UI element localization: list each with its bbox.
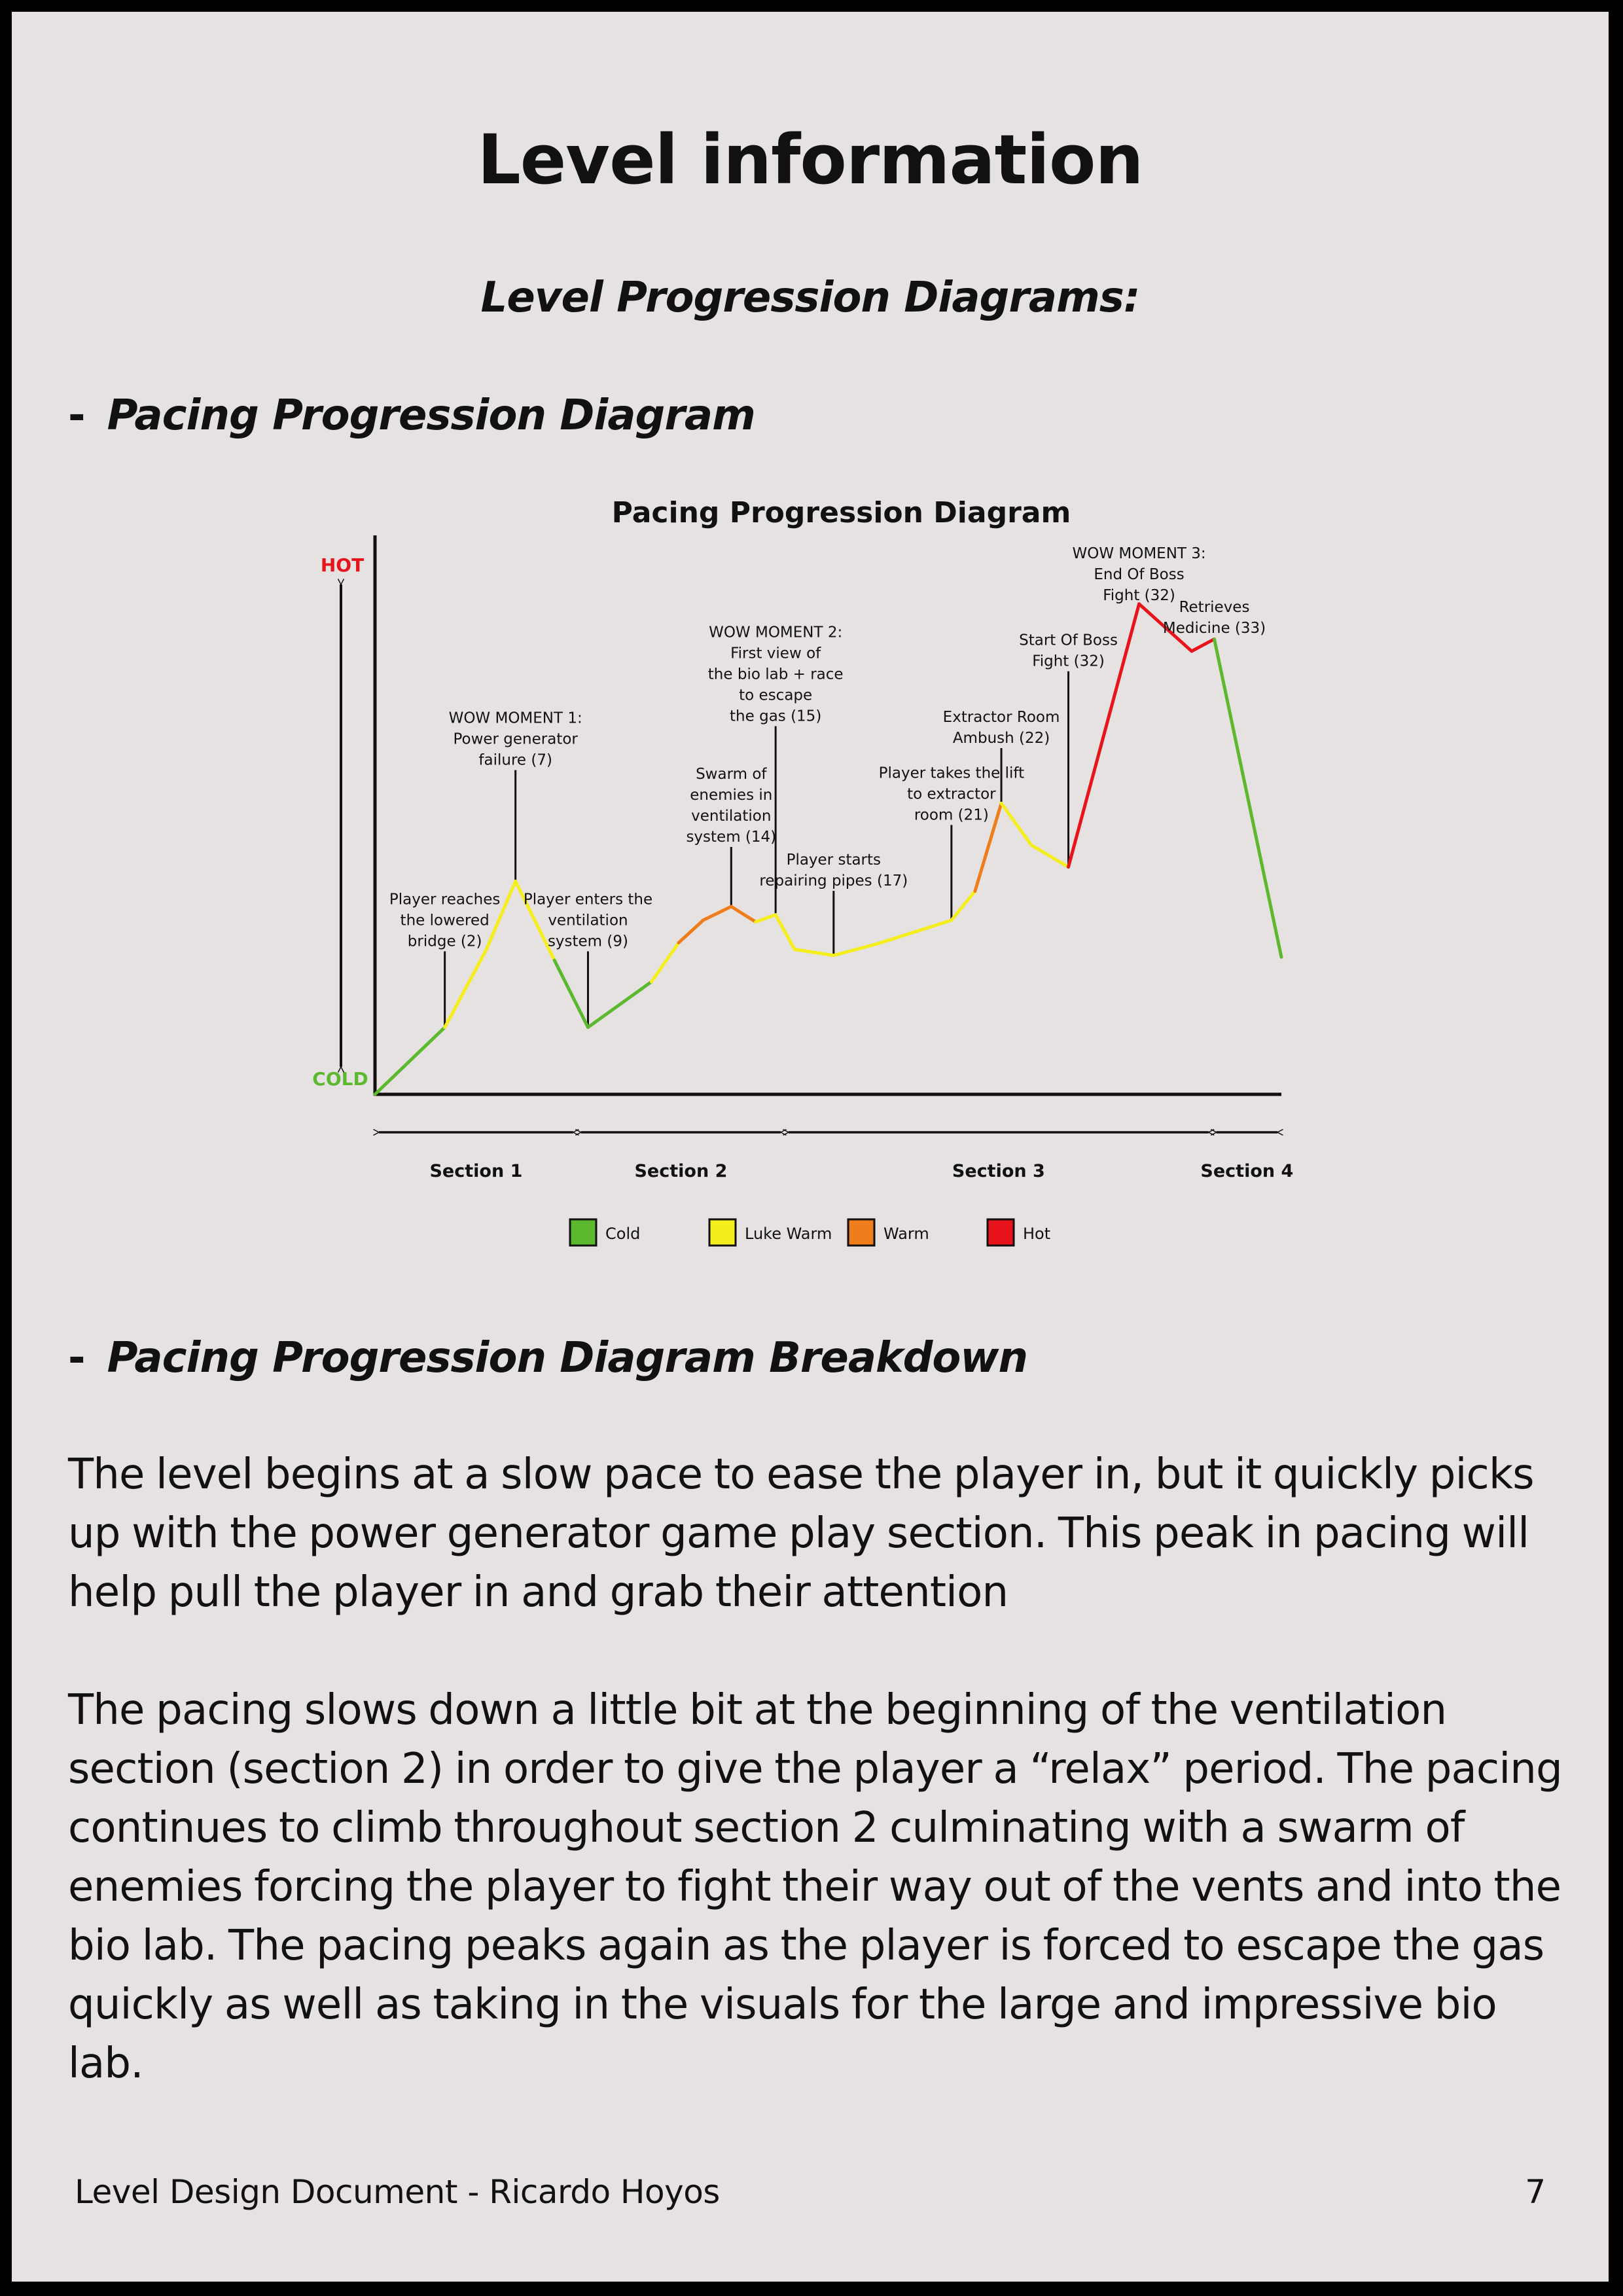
annotation-line: First view of [730, 645, 821, 662]
annotation-line: Fight (32) [1032, 653, 1105, 670]
pacing-line-segment [1213, 637, 1283, 959]
annotation-line: to extractor [907, 786, 996, 803]
annotation-label-2: WOW MOMENT 1: Power generator failure (7) [449, 710, 582, 769]
annotation-line: Player reaches [389, 891, 500, 908]
pacing-line-segment [999, 801, 1033, 847]
annotation-line: Player starts [787, 852, 881, 869]
annotation-line: the lowered [401, 912, 490, 929]
annotation-line: bridge (2) [408, 933, 482, 950]
legend-label-warm: Warm [883, 1225, 929, 1243]
pacing-line-segment [649, 941, 681, 984]
pacing-line-segment [1137, 602, 1194, 653]
page-title: Level information [477, 120, 1143, 200]
legend-swatch-hot [986, 1218, 1015, 1247]
annotation-line: Swarm of [696, 766, 767, 783]
pacing-line-segment [514, 879, 556, 962]
section-heading-text: Pacing Progression Diagram [107, 391, 756, 440]
page-subtitle: Level Progression Diagrams: [480, 274, 1141, 322]
chart-title: Pacing Progression Diagram [612, 496, 1071, 529]
bullet-dash: - [68, 1334, 86, 1382]
pacing-line-segment [1029, 843, 1071, 869]
pacing-line-segment [373, 1026, 447, 1096]
section-label-2: Section 2 [634, 1161, 727, 1181]
pacing-line-segment [832, 941, 881, 958]
pacing-line-segment [552, 958, 590, 1030]
annotation-line: Extractor Room [943, 709, 1060, 726]
annotation-line: enemies in [690, 787, 772, 804]
pacing-line-segment [443, 948, 488, 1030]
hot-label: HOT [321, 554, 364, 576]
pacing-line-segment [950, 889, 977, 922]
legend-swatch-luke-warm [708, 1218, 737, 1247]
annotation-line: repairing pipes (17) [759, 872, 908, 889]
annotation-line: WOW MOMENT 1: [449, 710, 582, 727]
annotation-line: to escape [739, 687, 812, 704]
pacing-line-segment [774, 913, 796, 952]
annotation-line: room (21) [914, 807, 989, 824]
annotation-label-4: Swarm of enemies in ventilation system (14) [686, 766, 776, 846]
annotation-line: WOW MOMENT 3: [1072, 545, 1205, 562]
annotation-line: the bio lab + race [708, 666, 844, 683]
pacing-line-segment [677, 918, 705, 944]
section-label-1: Section 1 [429, 1161, 522, 1181]
annotation-line: system (9) [548, 933, 628, 950]
legend-swatch-warm [847, 1218, 876, 1247]
pacing-line-segment [793, 948, 836, 958]
annotation-line: system (14) [686, 829, 776, 846]
annotation-label-3: Player enters the ventilation system (9) [524, 891, 652, 950]
legend-swatch-cold [569, 1218, 597, 1247]
annotation-line: Ambush (22) [953, 730, 1050, 747]
annotation-line: Fight (32) [1103, 587, 1175, 604]
legend-label-luke-warm: Luke Warm [745, 1225, 832, 1243]
section-label-4: Section 4 [1200, 1161, 1293, 1181]
footer-document-title: Level Design Document - Ricardo Hoyos [75, 2173, 720, 2211]
annotation-line: failure (7) [478, 752, 552, 769]
annotation-line: Medicine (33) [1163, 620, 1266, 637]
legend-label-cold: Cold [605, 1225, 640, 1243]
document-page: Level information Level Progression Diag… [12, 12, 1609, 2282]
cold-label: COLD [312, 1068, 368, 1090]
section-heading-pacing-breakdown: -Pacing Progression Diagram Breakdown [68, 1334, 1028, 1382]
annotation-label-5: WOW MOMENT 2: First view of the bio lab + … [708, 624, 844, 725]
annotation-line: the gas (15) [730, 708, 821, 725]
pacing-line-segment [1190, 637, 1217, 653]
annotation-label-6: Player starts repairing pipes (17) [759, 852, 908, 889]
pacing-line-segment [729, 905, 758, 924]
pacing-line-segment [973, 801, 1003, 893]
annotation-line: Player enters the [524, 891, 652, 908]
section-heading-pacing-diagram: -Pacing Progression Diagram [68, 391, 756, 440]
pacing-line-segment [877, 918, 954, 945]
annotation-label-1: Player reaches the lowered bridge (2) [389, 891, 500, 950]
annotation-line: ventilation [548, 912, 628, 929]
page-number: 7 [1525, 2173, 1546, 2211]
pacing-line-segment [1067, 602, 1141, 869]
breakdown-paragraph-2: The pacing slows down a little bit at th… [68, 1686, 1563, 2088]
pacing-line-segment [701, 905, 733, 922]
annotation-line: Power generator [453, 731, 578, 748]
annotation-line: ventilation [691, 808, 771, 825]
annotation-line: Player takes the lift [879, 765, 1025, 782]
annotation-line: Retrieves [1179, 599, 1250, 616]
pacing-line-segment [484, 879, 518, 952]
section-heading-text: Pacing Progression Diagram Breakdown [107, 1334, 1028, 1382]
annotation-line: Start Of Boss [1019, 632, 1118, 649]
annotation-line: End Of Boss [1094, 566, 1184, 583]
pacing-line-segment [586, 980, 653, 1030]
breakdown-paragraph-1: The level begins at a slow pace to ease … [68, 1450, 1535, 1617]
annotation-line: WOW MOMENT 2: [709, 624, 842, 641]
bullet-dash: - [68, 391, 86, 440]
annotation-label-7: Player takes the lift to extractor room (2… [879, 765, 1025, 824]
section-label-3: Section 3 [952, 1161, 1045, 1181]
pacing-line-segment [754, 913, 777, 924]
legend-label-hot: Hot [1023, 1225, 1050, 1243]
